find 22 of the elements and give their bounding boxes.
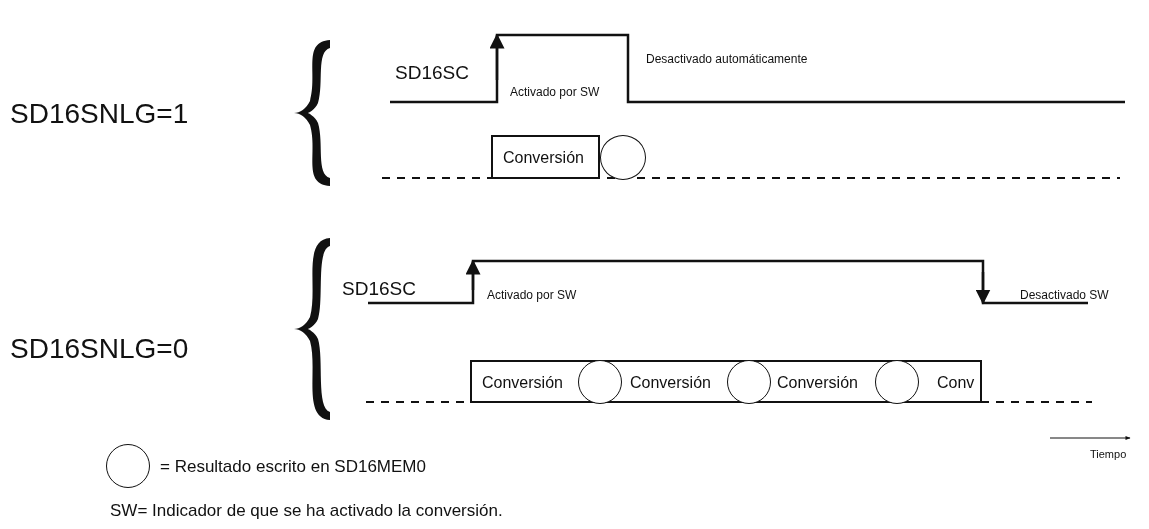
conversion-bar bbox=[491, 135, 600, 179]
conversion-label: Conversión bbox=[630, 375, 711, 391]
result-circle bbox=[875, 360, 919, 404]
result-circle bbox=[600, 135, 646, 180]
conversion-label: Conversión bbox=[777, 375, 858, 391]
event-label: Desactivado SW bbox=[1020, 289, 1109, 301]
event-label: Desactivado automáticamente bbox=[646, 53, 808, 65]
signal-name: SD16SC bbox=[342, 279, 416, 298]
signal-name: SD16SC bbox=[395, 63, 469, 82]
event-label: Activado por SW bbox=[487, 289, 577, 301]
event-label: Activado por SW bbox=[510, 86, 600, 98]
axis-label: Tiempo bbox=[1090, 449, 1127, 460]
result-circle bbox=[727, 360, 771, 404]
conversion-label: Conversión bbox=[503, 150, 584, 166]
mode-label: SD16SNLG=1 bbox=[10, 100, 189, 128]
mode-label: SD16SNLG=0 bbox=[10, 335, 189, 363]
conversion-label: Conversión bbox=[482, 375, 563, 391]
result-circle bbox=[578, 360, 622, 404]
conversion-bar bbox=[470, 360, 982, 403]
legend-text: = Resultado escrito en SD16MEM0 bbox=[160, 458, 426, 475]
note-text: SW= Indicador de que se ha activado la conversión. bbox=[110, 502, 503, 519]
conversion-label: Conv bbox=[937, 375, 975, 391]
